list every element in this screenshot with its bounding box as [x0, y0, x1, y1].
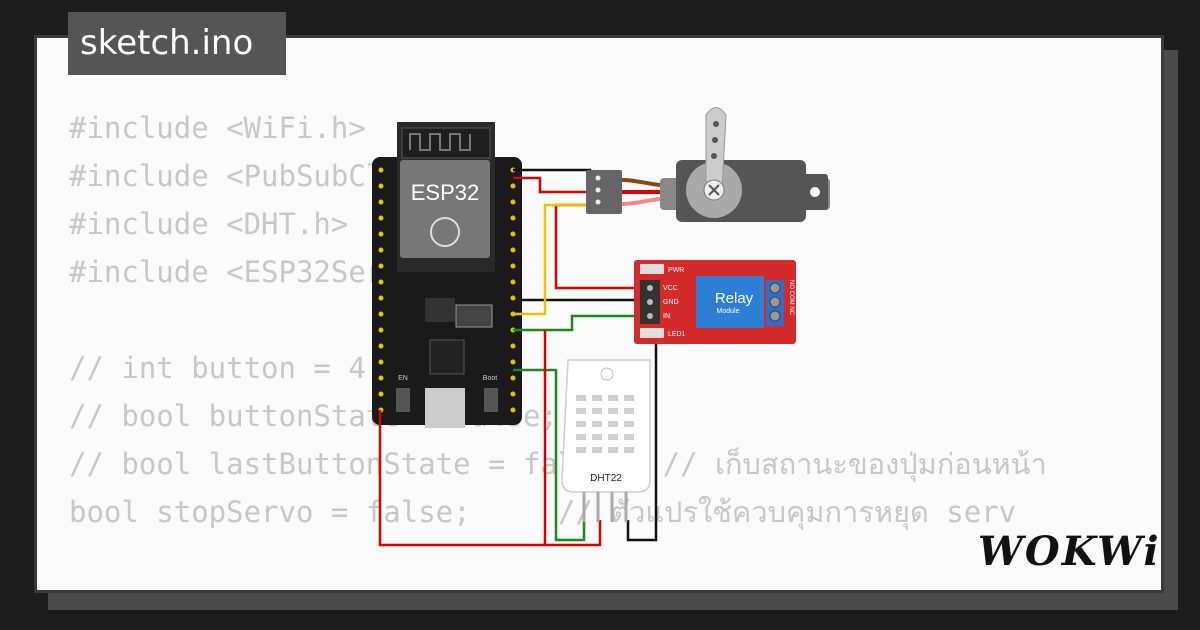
relay-module[interactable]: VCC GND IN PWR LED1 Relay Module NO COM … [634, 260, 796, 344]
relay-pin-in: IN [663, 313, 670, 320]
code-preview-card: #include <WiFi.h>#include <PubSubClient.… [34, 35, 1164, 593]
code-line: bool stopServo = false; // ตัวแปรใช้ควบค… [69, 495, 1017, 529]
relay-pwr-label: PWR [668, 267, 684, 274]
relay-led-label: LED1 [668, 331, 686, 338]
wokwi-logo: WOKWi [978, 528, 1161, 575]
esp32-label: ESP32 [411, 180, 480, 205]
code-line: #include <WiFi.h> [69, 111, 366, 145]
code-editor: #include <WiFi.h>#include <PubSubClient.… [69, 104, 1047, 590]
relay-terminal-labels: NO COM NC [788, 280, 794, 316]
relay-pin-gnd: GND [663, 299, 679, 306]
code-line: // bool lastButtonState = false; // เก็บ… [69, 447, 1047, 481]
file-tab[interactable]: sketch.ino [68, 12, 286, 75]
relay-pin-vcc: VCC [663, 285, 678, 292]
dht22-sensor[interactable]: DHT22 [561, 359, 651, 522]
relay-subtitle: Module [717, 308, 740, 315]
relay-title: Relay [715, 290, 754, 307]
esp32-board[interactable]: ESP32 EN Boot [372, 122, 522, 428]
servo-motor[interactable] [586, 107, 830, 223]
dht-label: DHT22 [590, 473, 622, 484]
en-label: EN [398, 375, 408, 382]
code-line: #include <DHT.h> [69, 207, 349, 241]
boot-label: Boot [483, 375, 497, 382]
